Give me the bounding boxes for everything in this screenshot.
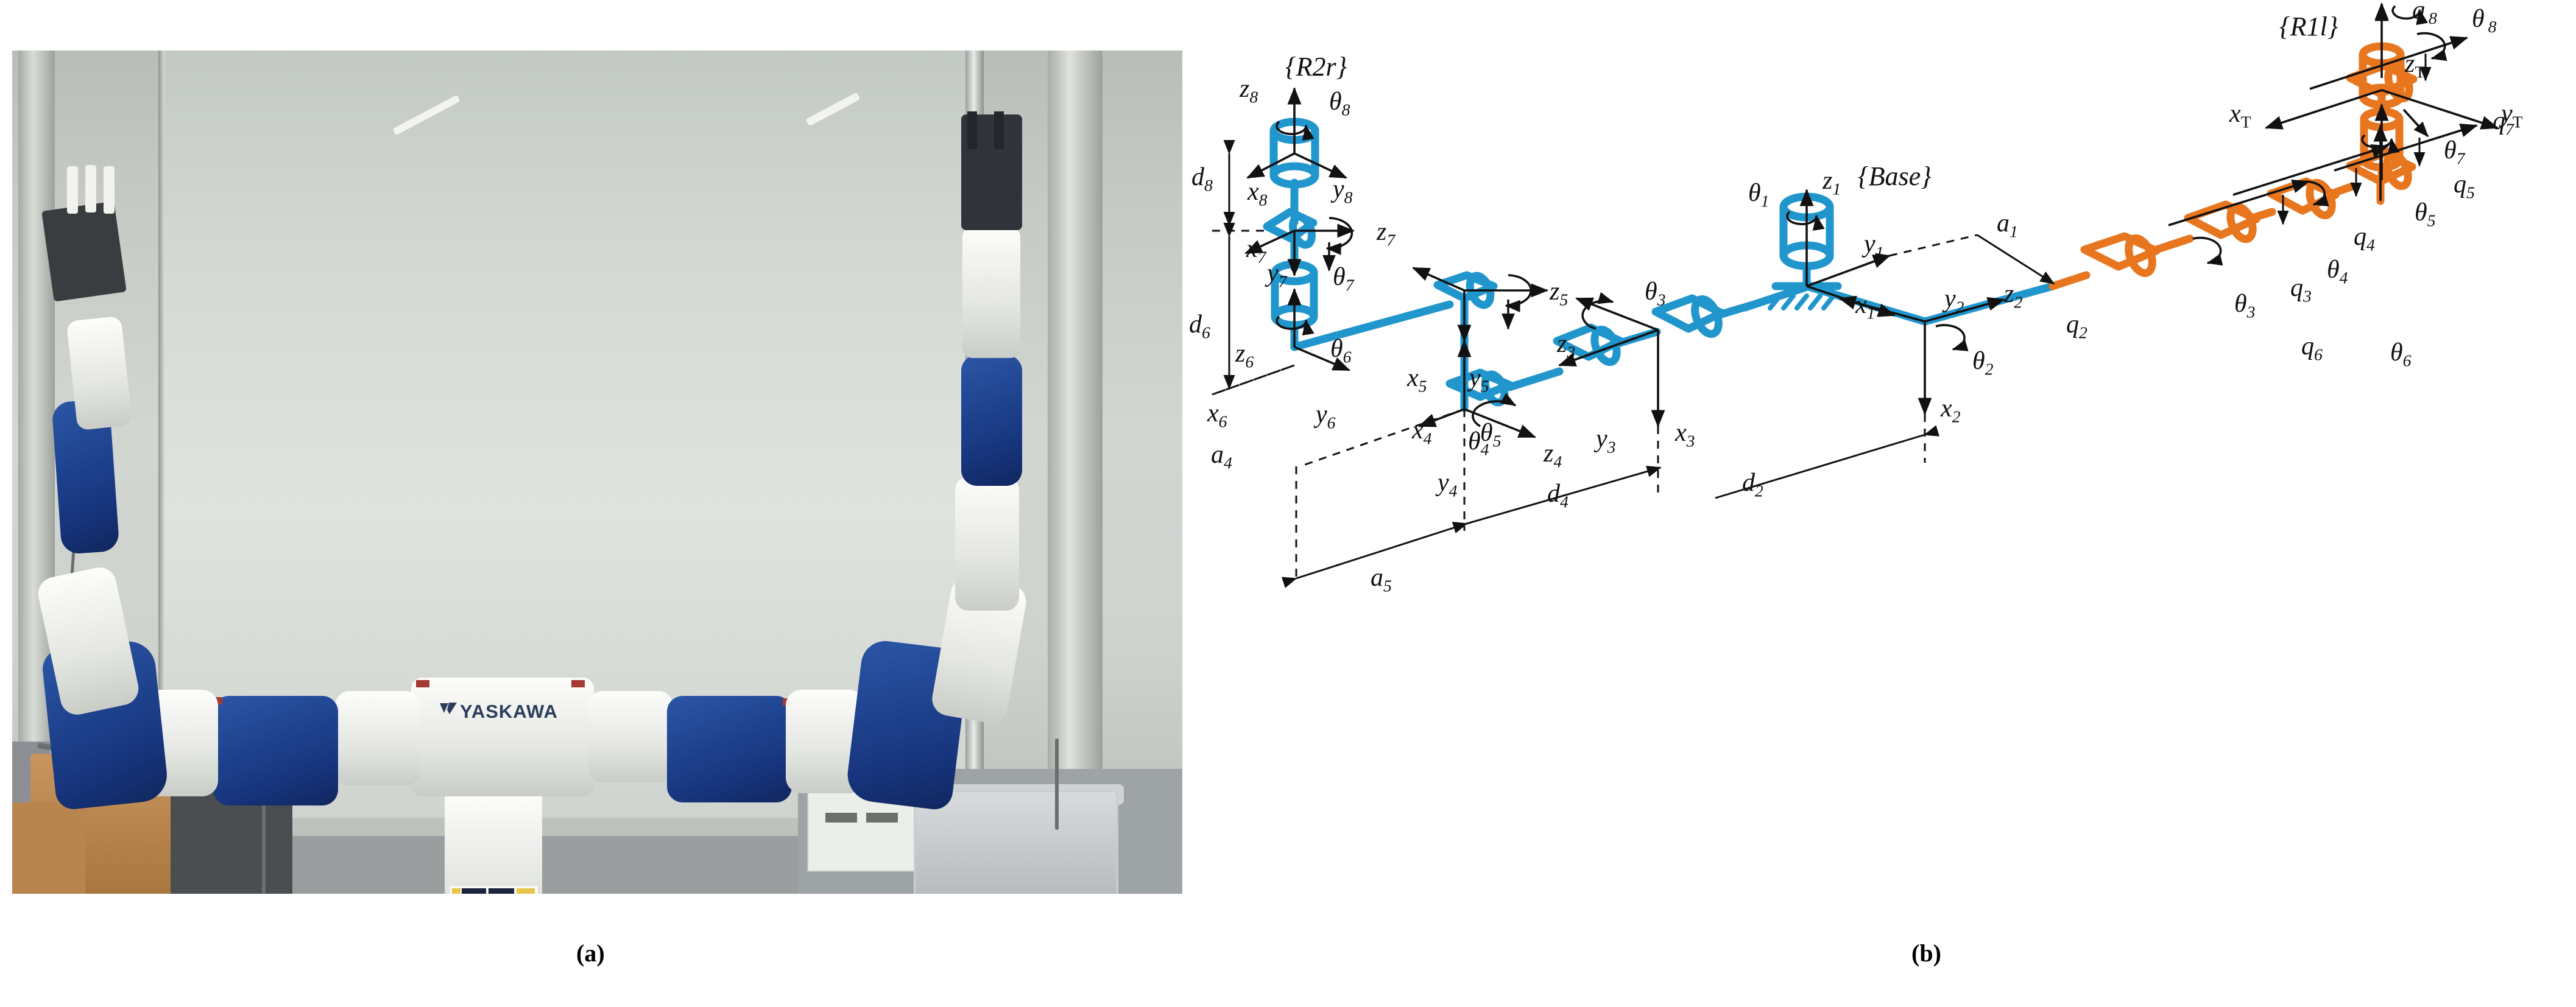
axis-label-z3: z3 bbox=[1557, 330, 1576, 362]
angle-label-theta6-orange: θ6 bbox=[2390, 339, 2412, 370]
angle-label-theta2: θ2 bbox=[1972, 347, 1994, 379]
warning-black-1 bbox=[462, 888, 486, 894]
torso-marker-left bbox=[416, 680, 429, 687]
angle-label-theta7-orange: θ7 bbox=[2444, 136, 2465, 168]
robot-base-pedestal bbox=[445, 790, 542, 894]
axis-label-z4: z4 bbox=[1544, 440, 1562, 471]
axis-label-x1: x1 bbox=[1855, 291, 1876, 323]
axis-label-z8: z8 bbox=[1240, 75, 1258, 107]
warning-yellow-left bbox=[452, 888, 461, 894]
angle-label-theta3-blue: θ3 bbox=[1645, 278, 1666, 309]
frame-label-Base: {Base} bbox=[1858, 161, 1932, 191]
joint-label-q7: q7 bbox=[2493, 107, 2514, 139]
angle-label-theta3-orange: θ3 bbox=[2234, 290, 2256, 321]
axis-label-x6: x6 bbox=[1207, 399, 1227, 431]
cable-right bbox=[1055, 739, 1059, 830]
joint-label-q4: q4 bbox=[2354, 223, 2375, 254]
robot-warning-label bbox=[450, 886, 538, 894]
wooden-table-leg bbox=[12, 802, 85, 894]
axis-label-x5: x5 bbox=[1407, 364, 1427, 396]
joint-label-q6: q6 bbox=[2301, 332, 2323, 364]
axis-label-yT: yT bbox=[2501, 100, 2523, 132]
dimension-label-d4: d4 bbox=[1547, 480, 1569, 511]
left-gripper-finger-2 bbox=[85, 165, 96, 212]
axis-label-x4: x4 bbox=[1412, 416, 1432, 448]
plastic-bin bbox=[914, 790, 1118, 894]
angle-label-theta5-blue: θ5 bbox=[1480, 419, 1501, 451]
frame-label-R1l: {R1l} bbox=[2279, 12, 2338, 41]
axis-label-y8: y8 bbox=[1333, 175, 1353, 207]
frame-label-R2r: {R2r} bbox=[1285, 52, 1347, 82]
panel-a-caption: (a) bbox=[576, 939, 605, 967]
left-shoulder-link bbox=[335, 691, 420, 785]
axis-label-y1: y1 bbox=[1864, 230, 1884, 262]
joint-label-q5: q5 bbox=[2454, 170, 2475, 202]
angle-label-theta1: θ1 bbox=[1748, 179, 1770, 211]
axis-label-x7: x7 bbox=[1246, 235, 1266, 267]
axis-label-y4: y4 bbox=[1438, 469, 1458, 500]
right-wrist-link bbox=[955, 477, 1019, 611]
cable-center bbox=[262, 751, 266, 894]
right-gripper-finger-2 bbox=[994, 111, 1004, 149]
right-gripper-mount bbox=[962, 227, 1020, 358]
joint-label-q3: q3 bbox=[2290, 274, 2312, 306]
right-upper-blue-cover bbox=[667, 696, 792, 802]
axis-label-z6: z6 bbox=[1235, 340, 1254, 371]
axis-label-x3: x3 bbox=[1675, 419, 1695, 451]
right-wrist-blue-cover bbox=[961, 355, 1022, 486]
dimension-label-a1: a1 bbox=[1997, 209, 2018, 241]
dimension-label-a5: a5 bbox=[1371, 564, 1392, 595]
robot-torso bbox=[411, 678, 594, 796]
dimension-label-a4: a4 bbox=[1211, 441, 1232, 472]
yaskawa-logo-icon bbox=[439, 701, 458, 718]
robot-photograph: YASKAWA bbox=[12, 51, 1182, 894]
wall-frame-left bbox=[18, 51, 55, 769]
torso-marker-right bbox=[571, 680, 585, 687]
axis-label-z7: z7 bbox=[1377, 218, 1396, 250]
angle-label-theta4-orange: θ4 bbox=[2327, 256, 2348, 287]
panel-b-caption: (b) bbox=[1911, 939, 1941, 967]
right-shoulder-link bbox=[588, 691, 673, 782]
dimension-label-d8: d8 bbox=[1191, 163, 1213, 195]
axis-label-z5: z5 bbox=[1550, 278, 1569, 309]
axis-label-y3: y3 bbox=[1596, 425, 1616, 457]
left-wrist-link bbox=[66, 315, 133, 431]
blue-arm-group bbox=[1263, 118, 2057, 412]
kinematic-diagram: {R2r} z8 θ8 x8 y8 d8 x7 y7 z7 θ7 d6 z6 θ… bbox=[1189, 0, 2576, 950]
axis-label-y2: y2 bbox=[1944, 285, 1964, 317]
axis-label-x2: x2 bbox=[1941, 395, 1961, 426]
axis-label-zT: zT bbox=[2405, 50, 2426, 82]
angle-label-theta7-blue: θ7 bbox=[1333, 263, 1354, 295]
left-gripper bbox=[41, 201, 127, 302]
axis-label-xT: xT bbox=[2229, 100, 2251, 132]
yaskawa-brand-text: YASKAWA bbox=[460, 701, 558, 722]
joint-label-q2: q2 bbox=[2066, 311, 2087, 342]
kinematic-diagram-svg bbox=[1212, 2, 2499, 588]
outlet-slot-1 bbox=[825, 813, 857, 823]
left-gripper-finger-1 bbox=[67, 166, 78, 214]
axis-label-x8: x8 bbox=[1247, 178, 1268, 209]
dimension-label-d2: d2 bbox=[1742, 469, 1763, 500]
axis-label-y7: y7 bbox=[1267, 259, 1287, 291]
axis-label-y6: y6 bbox=[1316, 401, 1336, 432]
left-upper-blue-cover bbox=[213, 696, 338, 805]
outlet-slot-2 bbox=[866, 813, 898, 823]
angle-label-theta8-blue: θ8 bbox=[1329, 88, 1350, 119]
warning-yellow-right bbox=[517, 888, 535, 894]
axis-label-y5: y5 bbox=[1469, 364, 1489, 396]
angle-label-theta4-blue: θ4 bbox=[1468, 427, 1489, 459]
wall-frame-right bbox=[1048, 51, 1103, 836]
axis-label-z2: z2 bbox=[2004, 280, 2023, 312]
angle-label-theta6-blue: θ6 bbox=[1330, 335, 1352, 367]
dimension-label-d6: d6 bbox=[1189, 311, 1210, 342]
warning-black-2 bbox=[489, 888, 514, 894]
axis-label-z1: z1 bbox=[1823, 167, 1841, 198]
angle-label-theta5-orange: θ5 bbox=[2415, 198, 2436, 230]
left-gripper-finger-3 bbox=[104, 166, 115, 214]
right-gripper-finger-1 bbox=[967, 111, 977, 149]
